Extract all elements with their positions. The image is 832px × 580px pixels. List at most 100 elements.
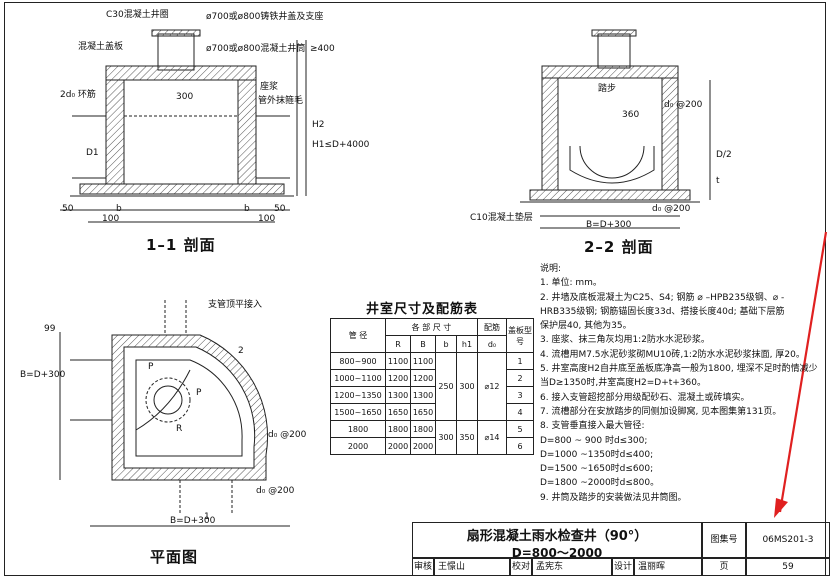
table-cell: 300 <box>456 352 478 421</box>
note-line: D=1500 ~1650时d≤600; <box>540 464 654 475</box>
table-cell: 1200 <box>410 369 436 387</box>
label-dim-b-right: b <box>244 204 250 214</box>
table-sub-r: R <box>385 335 411 353</box>
reviewer: 王憬山 <box>434 558 510 576</box>
label-branch-pipe: 支管顶平接入 <box>208 300 263 310</box>
table-cell: 1650 <box>410 403 436 421</box>
title-cell: 扇形混凝土雨水检查井（90°） D=800～2000 <box>412 522 702 560</box>
table-row: 1200~1350 1300 1300 3 <box>330 386 534 404</box>
note-line: 9. 井筒及踏步的安装做法见井筒图。 <box>540 492 687 503</box>
table-header-pipe: 管 径 <box>330 318 386 353</box>
table-title: 井室尺寸及配筋表 <box>366 302 479 317</box>
page-number: 59 <box>746 558 830 576</box>
label-dim-300: 300 <box>176 92 194 102</box>
table-row: 800~900 1100 1100 250 300 ⌀12 1 <box>330 352 534 421</box>
table-cell: 1200 <box>385 369 411 387</box>
label-dim-100-left: 100 <box>102 214 120 224</box>
label-c30-manhole: C30混凝土井圈 <box>106 10 169 20</box>
section-1-drawing <box>60 29 307 223</box>
review-label: 审核 <box>412 558 434 576</box>
spec-table: 管 径 各 部 尺 寸 配筋 盖板型号 R B b h1 d₀ D 800~90… <box>330 318 534 455</box>
table-sub-b: B <box>410 335 436 353</box>
note-line: 1. 单位: mm。 <box>540 278 602 289</box>
table-header-dims: 各 部 尺 寸 <box>385 318 478 336</box>
table-cell: 5 <box>506 420 534 438</box>
label-dim-50-left: 50 <box>62 204 74 214</box>
label-sec-mark-2: 2 <box>238 346 244 356</box>
note-line: 3. 座浆、抹三角灰均用1:2防水水泥砂浆。 <box>540 335 710 346</box>
table-cell: 2 <box>506 369 534 387</box>
table-cell: ⌀12 <box>477 352 507 421</box>
table-cell: 1300 <box>385 386 411 404</box>
design-label: 设计 <box>612 558 634 576</box>
label-d0-200-a: d₀ @200 <box>664 100 703 110</box>
table-cell: 1800 <box>330 420 386 438</box>
table-sub-b-small: b <box>435 335 457 353</box>
table-cell: 6 <box>506 437 534 455</box>
notes: 说明: 1. 单位: mm。 2. 井墙及底板混凝土为C25、S4; 钢筋 ⌀ … <box>540 262 818 505</box>
atlas-number: 06MS201-3 <box>746 522 830 558</box>
table-cell: ⌀14 <box>477 420 507 455</box>
plan-view-drawing <box>59 300 290 527</box>
note-line: 7. 流槽部分在安放踏步的同侧加设脚窝, 见本图集第131页。 <box>540 406 782 417</box>
table-cell: 4 <box>506 403 534 421</box>
designer: 温丽晖 <box>634 558 702 576</box>
table-row: 1500~1650 1650 1650 4 <box>330 403 534 421</box>
note-line: 保护层40, 其他为35。 <box>540 321 632 332</box>
table-row: 1000~1100 1200 1200 2 <box>330 369 534 387</box>
table-cell: 1100 <box>385 352 411 370</box>
table-cell: 3 <box>506 386 534 404</box>
table-cell: 1800 <box>410 420 436 438</box>
drawing-subtitle: D=800～2000 <box>511 546 603 560</box>
drawing-title: 扇形混凝土雨水检查井（90°） <box>466 529 648 544</box>
label-concrete-cover: 混凝土盖板 <box>78 42 124 52</box>
table-cell: 1100 <box>410 352 436 370</box>
label-dim-r: R <box>176 424 183 434</box>
label-d0-200-d: d₀ @200 <box>256 486 295 496</box>
table-cell: 1300 <box>410 386 436 404</box>
label-dim-50-right: 50 <box>274 204 286 214</box>
table-sub-d0: d₀ <box>477 335 507 353</box>
label-dim-d1: D1 <box>86 148 99 158</box>
table-cell: 1800 <box>385 420 411 438</box>
table-cell: 800~900 <box>330 352 386 370</box>
label-dim-100-right: 100 <box>258 214 276 224</box>
label-dim-bd300-s2: B=D+300 <box>586 220 632 230</box>
label-dim-d2: D/2 <box>716 150 732 160</box>
label-dim-h1: H1≤D+4000 <box>312 140 370 150</box>
table-header-rebar: 配筋 <box>477 318 507 336</box>
label-step: 踏步 <box>598 84 617 94</box>
label-dim-bd300-plan: B=D+300 <box>20 370 66 380</box>
note-line: HRB335级钢; 钢筋锚固长度33d、搭接长度40d; 基础下层筋 <box>540 306 785 317</box>
label-d0-200-b: d₀ @200 <box>652 204 691 214</box>
table-row: 1800 1800 1800 300 350 ⌀14 5 <box>330 420 534 455</box>
title-block: 扇形混凝土雨水检查井（90°） D=800～2000 图集号 06MS201-3… <box>412 522 830 576</box>
label-manhole-neck: ø700或ø800混凝土井筒 <box>206 44 306 54</box>
note-line: D=800 ~ 900 时d≤300; <box>540 435 648 446</box>
note-line: 8. 支管垂直接入最大管径: <box>540 421 645 432</box>
table-cell: 1000~1100 <box>330 369 386 387</box>
label-sec-mark-1: 1 <box>204 512 210 522</box>
table-cell: 1200~1350 <box>330 386 386 404</box>
note-line: 6. 接入支管超挖部分用级配砂石、混凝土或砖填实。 <box>540 392 750 403</box>
label-outer-plaster: 管外抹箍毛 <box>258 96 304 106</box>
table-cell: 1 <box>506 352 534 370</box>
section-2-drawing <box>520 29 711 229</box>
label-dim-t: t <box>716 176 720 186</box>
label-dim-bd300-plan-b: B=D+300 <box>170 516 216 526</box>
page-label: 页 <box>702 558 746 576</box>
view-title-section-2: 2–2 剖面 <box>584 238 654 256</box>
note-line: 2. 井墙及底板混凝土为C25、S4; 钢筋 ⌀ –HPB235级钢、⌀ - <box>540 292 785 303</box>
note-line: 4. 流槽用M7.5水泥砂浆砌MU10砖,1:2防水水泥砂浆抹面, 厚20。 <box>540 349 805 360</box>
table-cell: 2000 <box>410 437 436 455</box>
atlas-label: 图集号 <box>702 522 746 558</box>
table-row: 2000 2000 2000 6 <box>330 437 534 455</box>
table-cell: 2000 <box>330 437 386 455</box>
table-cell: 2000 <box>385 437 411 455</box>
check-label: 校对 <box>510 558 532 576</box>
table-cell: 350 <box>456 420 478 455</box>
label-dim-p-a: P <box>148 362 154 372</box>
note-line: 当D≥1350时,井室高度H2=D+t+360。 <box>540 378 706 389</box>
view-title-plan: 平面图 <box>150 548 199 566</box>
